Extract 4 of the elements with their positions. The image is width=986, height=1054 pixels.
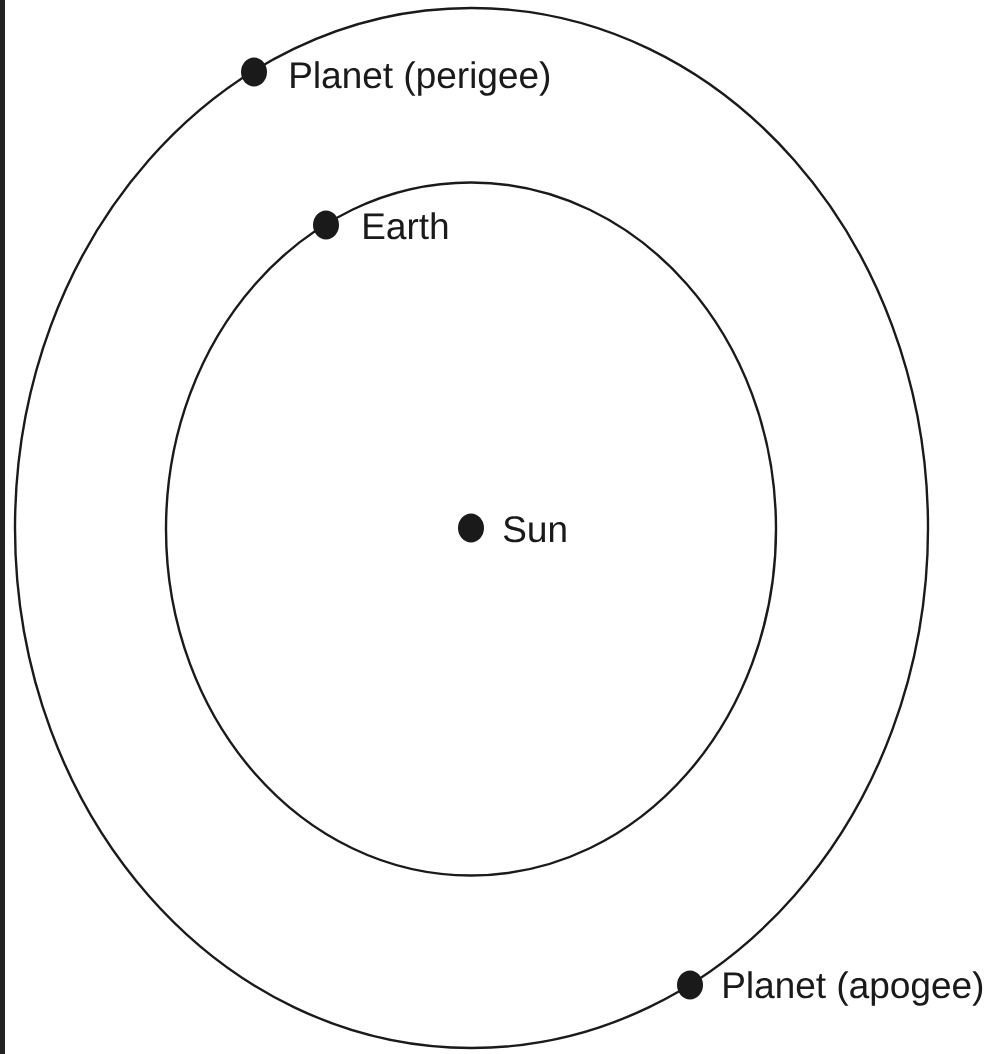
planet-label: Planet (apogee) <box>724 971 983 1006</box>
planet-label: Planet (perigee) <box>291 61 550 96</box>
sun-label: Sun <box>503 516 566 543</box>
earth-label: Earth <box>364 212 448 240</box>
